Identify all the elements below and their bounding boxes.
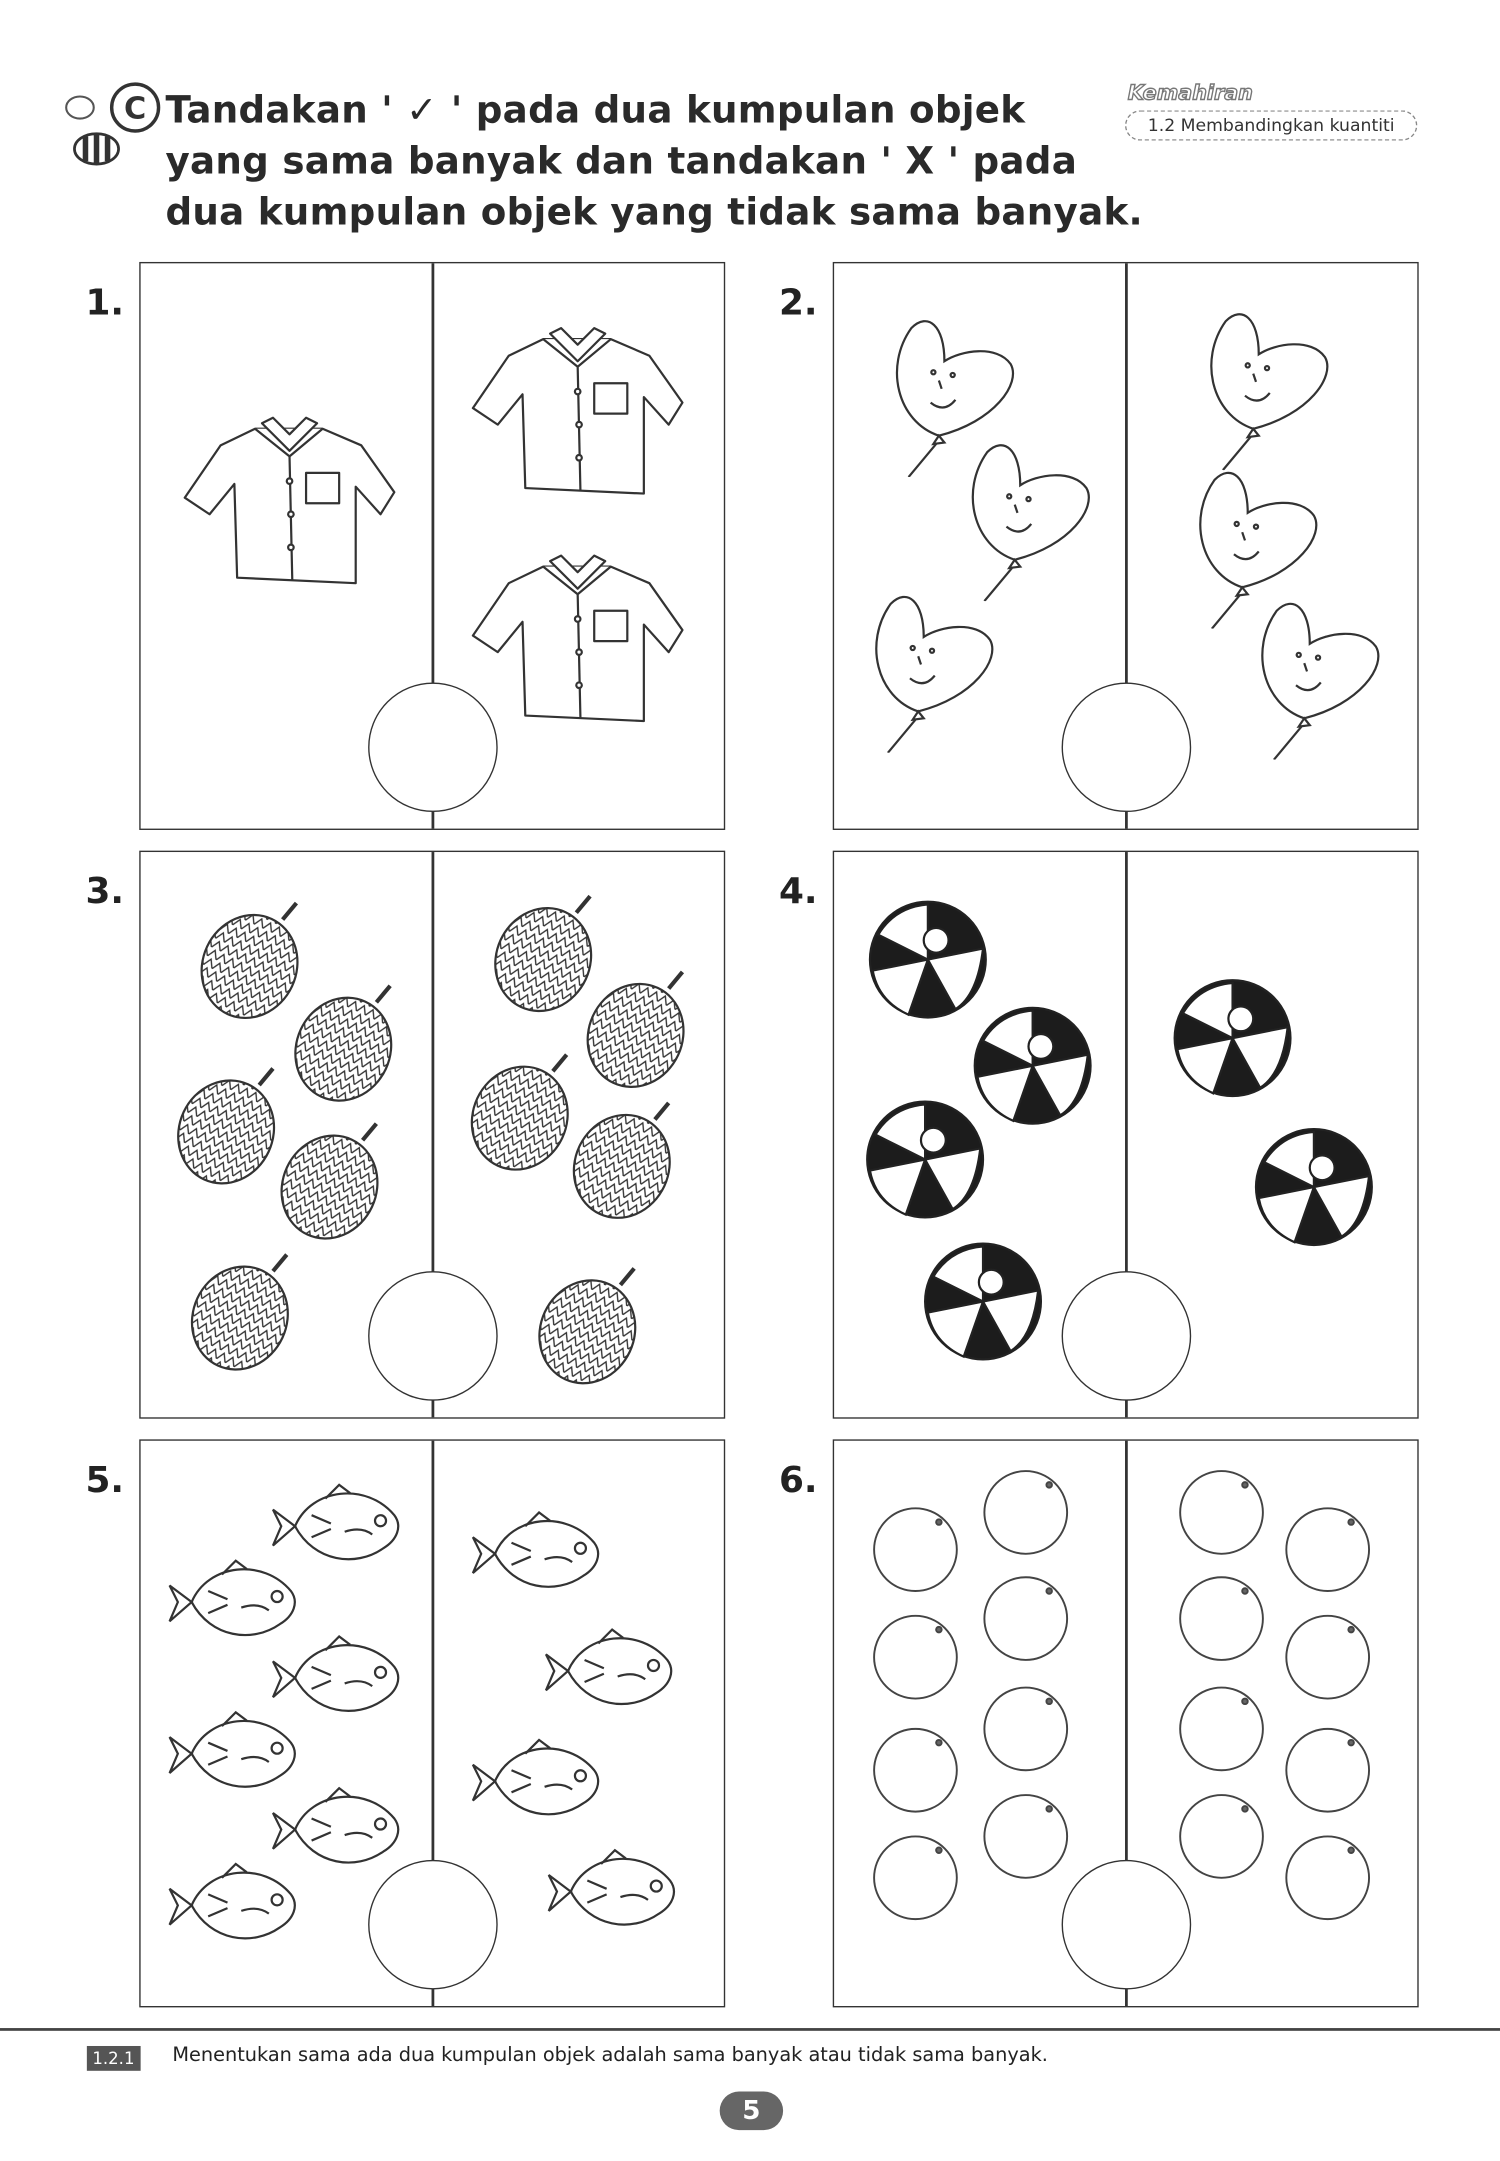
balloon-icon <box>1210 313 1329 471</box>
orange-icon <box>983 1686 1069 1772</box>
beach-ball-icon <box>868 900 987 1019</box>
question-number: 4. <box>778 871 818 913</box>
question-number: 3. <box>85 871 125 913</box>
shirt-icon <box>471 327 684 495</box>
fish-icon <box>471 1737 600 1815</box>
beach-ball-icon <box>973 1006 1092 1125</box>
question-2-panel <box>832 261 1419 830</box>
question-number: 1. <box>85 282 125 324</box>
balloon-icon <box>1199 471 1318 629</box>
orange-icon <box>1179 1470 1264 1555</box>
orange-icon <box>1179 1794 1264 1879</box>
question-6-panel <box>832 1439 1419 2008</box>
question-number: 5. <box>85 1460 125 1502</box>
orange-icon <box>1285 1835 1371 1921</box>
badge-script: Kemahiran <box>1127 79 1253 105</box>
answer-circle[interactable] <box>368 1271 498 1401</box>
group-divider <box>431 852 434 1418</box>
group-divider <box>431 1440 434 2007</box>
balloon-icon <box>1261 602 1380 760</box>
orange-icon <box>983 1794 1069 1879</box>
orange-icon <box>873 1614 958 1700</box>
footer-text: Menentukan sama ada dua kumpulan objek a… <box>172 2044 1048 2067</box>
instruction-line: dua kumpulan objek yang tidak sama banya… <box>165 191 1143 235</box>
beach-ball-icon <box>1173 979 1292 1098</box>
answer-circle[interactable] <box>1061 682 1192 813</box>
instruction-line: Tandakan ' ✓ ' pada dua kumpulan objek <box>165 89 1026 133</box>
orange-icon <box>1179 1576 1264 1661</box>
fish-icon <box>168 1558 296 1636</box>
balloon-icon <box>875 596 994 753</box>
page-number: 5 <box>719 2091 784 2131</box>
durian-icon <box>538 1267 637 1385</box>
orange-icon <box>1285 1727 1371 1813</box>
fish-icon <box>544 1627 673 1705</box>
question-3-panel <box>139 850 726 1419</box>
durian-icon <box>572 1101 671 1219</box>
balloon-icon <box>895 320 1015 478</box>
footer-standard-tag: 1.2.1 <box>86 2045 141 2071</box>
orange-icon <box>983 1576 1069 1661</box>
balloon-icon <box>971 444 1090 602</box>
skill-badge: Kemahiran 1.2 Membandingkan kuantiti <box>1120 79 1426 149</box>
orange-icon <box>873 1835 958 1921</box>
orange-icon <box>873 1727 958 1813</box>
group-divider <box>1125 1440 1128 2007</box>
fish-icon <box>271 1634 400 1712</box>
group-divider <box>1125 852 1128 1418</box>
bee-mascot-icon: C <box>65 82 161 166</box>
instruction-line: yang sama banyak dan tandakan ' X ' pada <box>165 140 1078 184</box>
group-divider <box>431 263 434 829</box>
fish-icon <box>168 1861 296 1939</box>
orange-icon <box>1179 1686 1264 1772</box>
answer-circle[interactable] <box>368 1859 498 1990</box>
durian-icon <box>494 894 593 1013</box>
fish-icon <box>471 1510 600 1588</box>
question-4-panel <box>832 850 1419 1419</box>
beach-ball-icon <box>1254 1128 1373 1247</box>
answer-circle[interactable] <box>1061 1859 1192 1990</box>
fish-icon <box>271 1786 400 1863</box>
section-letter: C <box>124 92 146 127</box>
question-number: 6. <box>778 1460 818 1502</box>
answer-circle[interactable] <box>368 682 498 813</box>
durian-icon <box>586 970 685 1088</box>
footer-divider <box>0 2028 1500 2031</box>
durian-icon <box>470 1053 569 1171</box>
beach-ball-icon <box>866 1100 985 1219</box>
fish-icon <box>168 1710 296 1788</box>
durian-icon <box>190 1253 289 1371</box>
group-divider <box>1125 263 1128 829</box>
answer-circle[interactable] <box>1061 1271 1192 1401</box>
durian-icon <box>294 984 393 1102</box>
question-5-panel <box>139 1439 726 2008</box>
question-1-panel <box>139 261 726 830</box>
beach-ball-icon <box>924 1242 1043 1361</box>
orange-icon <box>983 1470 1069 1555</box>
shirt-icon <box>183 416 396 585</box>
orange-icon <box>1285 1507 1371 1592</box>
orange-icon <box>873 1507 958 1592</box>
instruction-title: Tandakan ' ✓ ' pada dua kumpulan objek y… <box>165 85 1143 238</box>
badge-label: 1.2 Membandingkan kuantiti <box>1125 110 1418 141</box>
shirt-icon <box>471 554 684 723</box>
durian-icon <box>177 1067 276 1185</box>
question-number: 2. <box>778 282 818 324</box>
fish-icon <box>271 1482 400 1560</box>
durian-icon <box>280 1122 379 1240</box>
orange-icon <box>1285 1614 1371 1700</box>
fish-icon <box>547 1848 675 1925</box>
durian-icon <box>200 901 299 1020</box>
